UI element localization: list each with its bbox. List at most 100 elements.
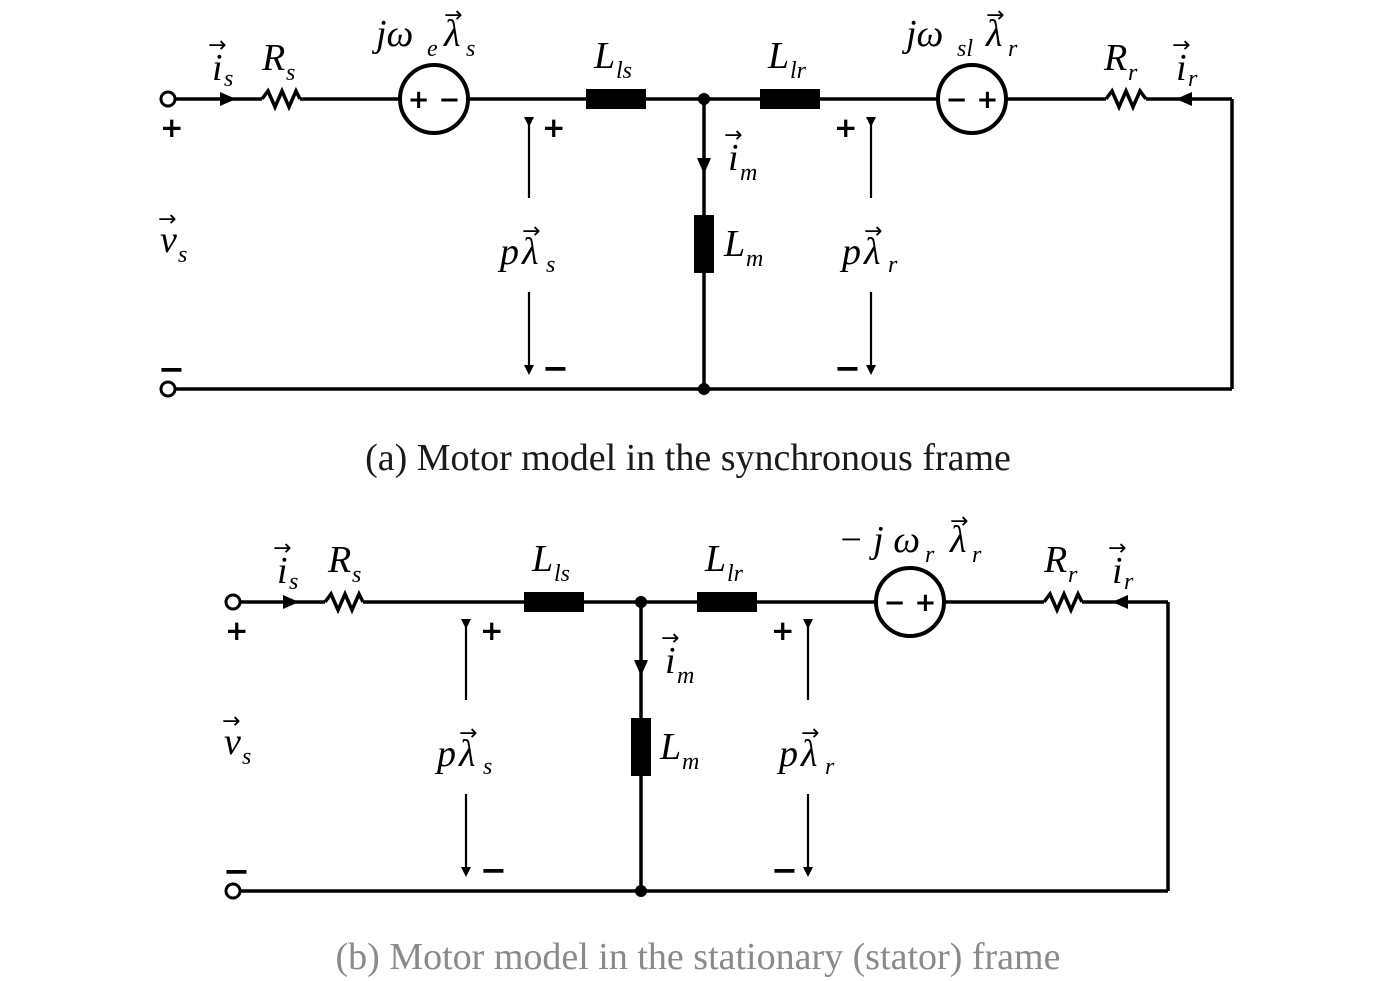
- plus-terminal-b: +: [225, 614, 248, 647]
- svg-text:sl: sl: [957, 36, 973, 62]
- svg-text:λ: λ: [443, 13, 460, 55]
- svg-text:i: i: [277, 550, 288, 592]
- svg-text:→: →: [801, 721, 819, 746]
- inductor-lm-b: [631, 718, 651, 776]
- svg-text:s: s: [352, 562, 361, 588]
- label-im-b: i m →: [661, 626, 694, 689]
- svg-text:p: p: [434, 733, 456, 775]
- label-lls-a: L ls: [593, 35, 632, 84]
- source-signs-rotor-b: − +: [884, 588, 937, 618]
- svg-text:λ: λ: [949, 519, 966, 561]
- svg-text:r: r: [888, 252, 898, 278]
- node-a-top: [698, 93, 710, 105]
- label-source-rotor-b: − j ω r λ r →: [838, 509, 982, 568]
- label-pls-a: p λ s →: [497, 219, 555, 278]
- label-vs-a: v s →: [158, 207, 187, 268]
- minus-plr-b: −: [771, 851, 798, 889]
- svg-text:r: r: [972, 542, 982, 568]
- svg-text:s: s: [224, 66, 233, 92]
- inductor-lm-a: [694, 215, 714, 273]
- arrow-is-b: [283, 595, 299, 609]
- svg-text:r: r: [1068, 562, 1078, 588]
- terminal-b-pos: [224, 593, 242, 611]
- svg-text:L: L: [767, 35, 789, 77]
- svg-text:m: m: [746, 246, 763, 272]
- caption-b: (b) Motor model in the stationary (stato…: [336, 936, 1061, 978]
- svg-text:→: →: [950, 509, 968, 534]
- resistor-rr-a: [1104, 86, 1148, 112]
- plus-plr-b: +: [771, 614, 794, 647]
- label-lm-b: L m: [659, 726, 699, 775]
- svg-text:→: →: [208, 33, 226, 58]
- arrow-ir-a: [1176, 92, 1192, 106]
- svg-text:r: r: [1128, 60, 1138, 86]
- minus-terminal-a: −: [158, 350, 185, 388]
- inductor-llr-b: [697, 592, 757, 612]
- caption-a: (a) Motor model in the synchronous frame: [365, 437, 1011, 479]
- svg-text:→: →: [158, 207, 176, 232]
- label-rs-a: R s: [261, 37, 295, 86]
- svg-text:m: m: [677, 663, 694, 689]
- label-llr-a: L lr: [767, 35, 807, 84]
- svg-text:m: m: [740, 160, 757, 186]
- source-signs-stator-a: + −: [408, 85, 461, 115]
- label-source-stator-a: jω e λ s →: [371, 3, 475, 62]
- terminal-a-neg: [159, 380, 177, 398]
- svg-text:i: i: [728, 137, 739, 179]
- plus-terminal-a: +: [160, 111, 183, 144]
- svg-text:→: →: [661, 626, 679, 651]
- svg-text:v: v: [224, 721, 241, 763]
- node-b-top: [635, 596, 647, 608]
- label-rr-a: R r: [1103, 37, 1138, 86]
- node-a-bottom: [698, 383, 710, 395]
- svg-text:→: →: [444, 3, 462, 28]
- svg-text:r: r: [1188, 66, 1198, 92]
- resistor-rr-b: [1042, 589, 1084, 615]
- svg-text:lr: lr: [790, 58, 807, 84]
- label-is-a: i s →: [208, 33, 233, 92]
- svg-text:e: e: [427, 36, 438, 62]
- arrow-im-a: [697, 158, 711, 174]
- inductor-lls-a: [586, 89, 646, 109]
- minus-plr-a: −: [834, 349, 861, 387]
- node-b-bottom: [635, 885, 647, 897]
- arrow-is-a: [220, 92, 236, 106]
- label-llr-b: L lr: [704, 538, 744, 587]
- svg-text:r: r: [1124, 569, 1134, 595]
- svg-text:i: i: [212, 47, 223, 89]
- svg-text:→: →: [459, 721, 477, 746]
- svg-text:→: →: [1108, 536, 1126, 561]
- minus-pls-a: −: [542, 349, 569, 387]
- label-im-a: i m →: [724, 123, 757, 186]
- label-lm-a: L m: [723, 223, 763, 272]
- svg-text:→: →: [222, 709, 240, 734]
- svg-text:L: L: [659, 726, 681, 768]
- svg-text:s: s: [466, 36, 475, 62]
- arrow-ir-b: [1112, 595, 1128, 609]
- diagram-a: + − + − + − + − − + i s → R s jω e λ s →…: [158, 3, 1234, 479]
- label-ir-b: i r →: [1108, 536, 1134, 595]
- svg-text:− j ω: − j ω: [838, 519, 920, 561]
- svg-text:i: i: [665, 640, 676, 682]
- terminal-b-neg: [224, 882, 242, 900]
- svg-text:L: L: [723, 223, 745, 265]
- inductor-llr-a: [760, 89, 820, 109]
- svg-text:→: →: [522, 219, 540, 244]
- label-source-rotor-a: jω sl λ r →: [901, 3, 1018, 62]
- svg-text:lr: lr: [727, 561, 744, 587]
- svg-text:s: s: [483, 754, 492, 780]
- arrow-im-b: [634, 660, 648, 676]
- inductor-lls-b: [524, 592, 584, 612]
- label-plr-a: p λ r →: [839, 219, 898, 278]
- svg-text:jω: jω: [371, 13, 413, 55]
- svg-text:L: L: [593, 35, 615, 77]
- svg-text:s: s: [242, 744, 251, 770]
- svg-text:s: s: [546, 252, 555, 278]
- svg-text:ls: ls: [554, 561, 570, 587]
- label-ir-a: i r →: [1172, 33, 1198, 92]
- label-plr-b: p λ r →: [776, 721, 835, 780]
- svg-text:→: →: [864, 219, 882, 244]
- svg-text:r: r: [1008, 36, 1018, 62]
- svg-text:λ: λ: [458, 733, 475, 775]
